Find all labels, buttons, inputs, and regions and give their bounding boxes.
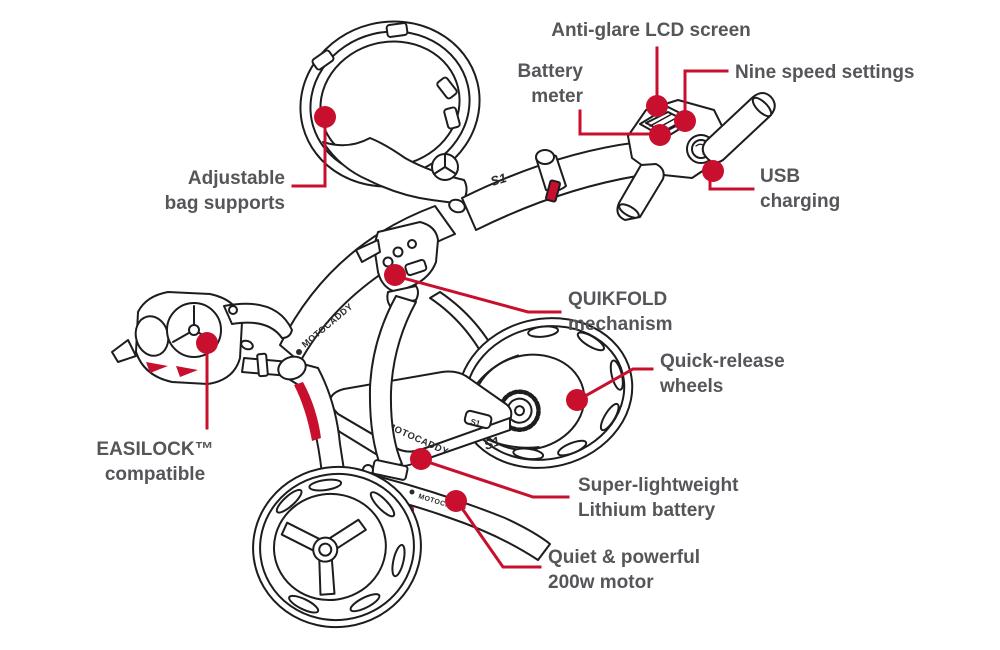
label-easilock-compatible: EASILOCK™ compatible <box>96 439 214 485</box>
callout-dot-quick-release <box>566 389 588 411</box>
label-lithium-battery: Super-lightweight Lithium battery <box>578 475 739 521</box>
callout-line-battery-meter <box>578 109 653 136</box>
label-battery-meter: Battery meter <box>517 61 583 107</box>
red-trim-fork <box>294 382 321 441</box>
callout-line-battery <box>423 459 570 499</box>
label-200w-motor: Quiet & powerful 200w motor <box>548 547 700 593</box>
callout-dot-nine-speed <box>674 110 696 132</box>
label-usb-charging: USB charging <box>760 166 841 212</box>
callout-line-quick-release <box>577 367 654 402</box>
label-quick-release-wheels: Quick-release wheels <box>660 351 785 397</box>
callout-line-nine-speed <box>683 69 729 114</box>
callout-dot-battery-meter <box>649 124 671 146</box>
callout-dot-adjustable <box>314 106 336 128</box>
callout-dot-usb <box>702 160 724 182</box>
callout-dot-quikfold <box>384 264 406 286</box>
front-fork <box>241 352 345 475</box>
shaft-model-text: S1 <box>489 170 508 189</box>
callout-dot-battery <box>410 448 432 470</box>
callout-dot-easilock <box>196 332 218 354</box>
front-wheel <box>252 465 422 629</box>
ring-bracket <box>322 137 468 214</box>
left-grip <box>616 163 665 221</box>
battery-side-model: S1 <box>482 433 502 453</box>
red-trim-support <box>146 362 198 377</box>
label-anti-glare-lcd-screen: Anti-glare LCD screen <box>551 20 751 41</box>
callout-line-usb <box>708 176 755 191</box>
right-grip <box>701 92 776 164</box>
callout-dot-anti-glare <box>646 95 668 117</box>
callout-dot-motor <box>445 490 467 512</box>
callout-line-motor <box>456 501 542 569</box>
battery-badge-model: S1 <box>470 417 482 428</box>
label-nine-speed-settings: Nine speed settings <box>735 62 915 83</box>
label-quikfold-mechanism: QUIKFOLD mechanism <box>568 289 673 335</box>
label-adjustable-bag-supports: Adjustable bag supports <box>164 168 285 214</box>
callout-line-adjustable <box>291 124 327 188</box>
bag-hook <box>223 302 293 339</box>
callout-line-quikfold <box>397 275 562 314</box>
red-release-lever <box>545 179 561 203</box>
